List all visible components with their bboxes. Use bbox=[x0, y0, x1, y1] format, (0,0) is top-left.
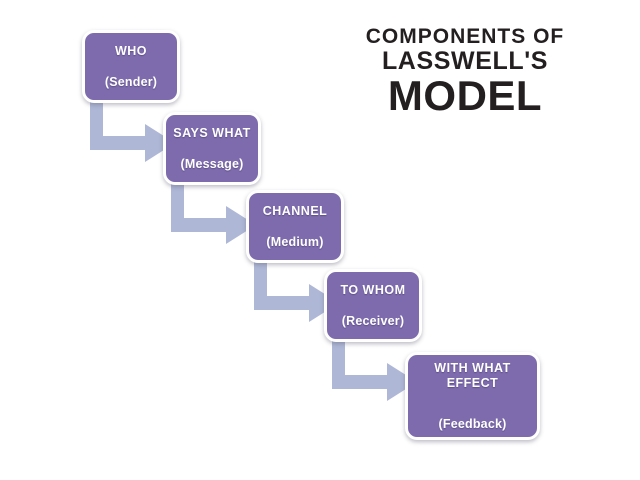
node-channel-title: CHANNEL bbox=[262, 203, 328, 218]
node-channel-subtitle: (Medium) bbox=[266, 235, 324, 250]
title-line-3: MODEL bbox=[387, 72, 543, 119]
title-line-2: LASSWELL'S bbox=[381, 47, 549, 75]
node-says-what[interactable]: SAYS WHAT (Message) bbox=[163, 112, 261, 185]
title-line-1: COMPONENTS OF bbox=[365, 25, 565, 48]
diagram-title: COMPONENTS OF LASSWELL'S MODEL bbox=[352, 26, 578, 117]
node-who-subtitle: (Sender) bbox=[104, 75, 158, 90]
node-channel[interactable]: CHANNEL (Medium) bbox=[246, 190, 344, 263]
node-who-title: WHO bbox=[114, 43, 148, 58]
node-says-what-subtitle: (Message) bbox=[180, 157, 244, 172]
node-says-what-title: SAYS WHAT bbox=[173, 125, 251, 140]
node-to-whom[interactable]: TO WHOM (Receiver) bbox=[324, 269, 422, 342]
node-with-what-effect-subtitle: (Feedback) bbox=[438, 416, 507, 431]
node-to-whom-subtitle: (Receiver) bbox=[341, 314, 405, 329]
node-with-what-effect[interactable]: WITH WHAT EFFECT (Feedback) bbox=[405, 352, 540, 440]
node-to-whom-title: TO WHOM bbox=[340, 282, 406, 297]
node-with-what-effect-title: WITH WHAT EFFECT bbox=[434, 361, 511, 390]
node-who[interactable]: WHO (Sender) bbox=[82, 30, 180, 103]
